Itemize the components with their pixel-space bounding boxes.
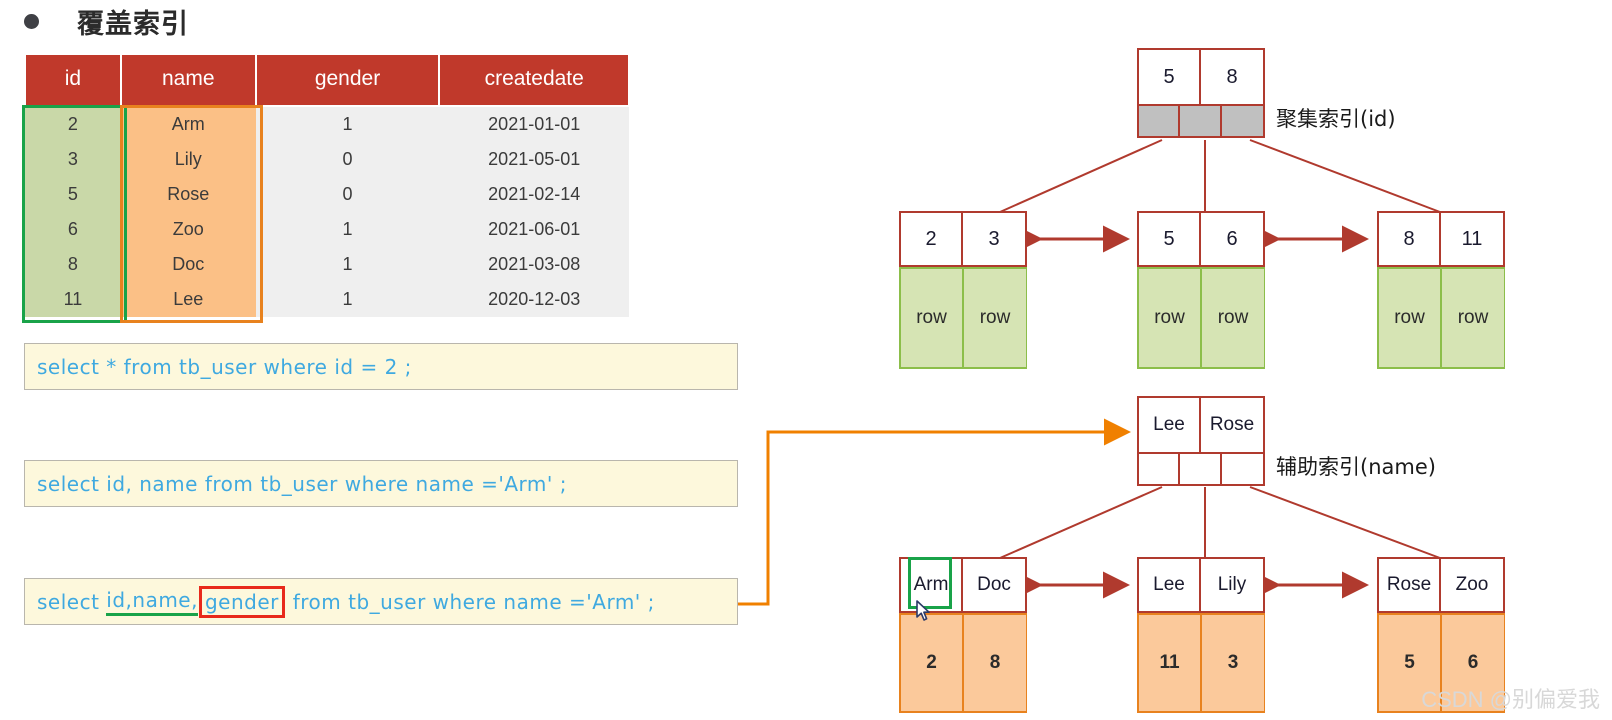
watermark: CSDN @别偏爱我 xyxy=(1421,687,1600,712)
cell-gender: 0 xyxy=(255,177,440,212)
secondary-index-leaf-node: Arm Doc 2 8 xyxy=(899,557,1027,713)
cell-createdate: 2021-05-01 xyxy=(439,142,629,177)
root-pointer-cell xyxy=(1180,454,1222,484)
table-row: 11 Lee 1 2020-12-03 xyxy=(25,282,629,317)
cell-gender: 1 xyxy=(255,247,440,282)
root-key-cell: 8 xyxy=(1201,50,1263,104)
leaf-data-cell: row xyxy=(1441,267,1505,369)
leaf-key-cell: Rose xyxy=(1379,559,1441,611)
leaf-key-cell: 11 xyxy=(1441,213,1503,265)
cell-createdate: 2021-06-01 xyxy=(439,212,629,247)
clustered-index-leaf-node: 8 11 row row xyxy=(1377,211,1505,369)
secondary-index-leaf-node: Rose Zoo 5 6 xyxy=(1377,557,1505,713)
leaf-key-cell: Arm xyxy=(901,559,963,611)
clustered-index-leaf-node: 5 6 row row xyxy=(1137,211,1265,369)
leaf-key-cell: 6 xyxy=(1201,213,1263,265)
page-heading: 覆盖索引 xyxy=(24,2,189,41)
cell-createdate: 2021-02-14 xyxy=(439,177,629,212)
table-row: 3 Lily 0 2021-05-01 xyxy=(25,142,629,177)
cell-id: 2 xyxy=(25,106,121,142)
cell-id: 6 xyxy=(25,212,121,247)
cell-name: Lee xyxy=(120,282,256,317)
cell-id: 8 xyxy=(25,247,121,282)
sql-statement-2-text: select id, name from tb_user where name … xyxy=(37,471,567,496)
leaf-key-cell: 3 xyxy=(963,213,1025,265)
leaf-data-cell: row xyxy=(1137,267,1201,369)
cell-name: Arm xyxy=(120,106,256,142)
leaf-key-cell: Doc xyxy=(963,559,1025,611)
cell-gender: 1 xyxy=(255,212,440,247)
leaf-key-cell: Lee xyxy=(1139,559,1201,611)
root-pointer-cell xyxy=(1221,454,1263,484)
leaf-data-cell: 8 xyxy=(963,613,1027,713)
cell-name: Zoo xyxy=(120,212,256,247)
column-header-createdate: createdate xyxy=(438,53,630,107)
leaf-key-cell: Lily xyxy=(1201,559,1263,611)
table-row: 8 Doc 1 2021-03-08 xyxy=(25,247,629,282)
sql-statement-3-underlined: id,name, xyxy=(106,588,198,616)
cell-name: Lily xyxy=(120,142,256,177)
cell-id: 5 xyxy=(25,177,121,212)
column-header-gender: gender xyxy=(254,53,441,107)
leaf-data-cell: row xyxy=(1377,267,1441,369)
cell-name: Doc xyxy=(120,247,256,282)
cell-name: Rose xyxy=(120,177,256,212)
column-header-id: id xyxy=(24,53,122,107)
bullet-dot-icon xyxy=(24,14,39,29)
leaf-data-cell: 3 xyxy=(1201,613,1265,713)
leaf-data-cell: 6 xyxy=(1441,613,1505,713)
root-key-cell: Rose xyxy=(1201,398,1263,452)
root-key-cell: 5 xyxy=(1139,50,1201,104)
leaf-key-cell: Zoo xyxy=(1441,559,1503,611)
sql-statement-3-prefix: select xyxy=(37,589,107,614)
sql-statement-3: select id,name, gender from tb_user wher… xyxy=(24,578,738,625)
secondary-index-leaf-node: Lee Lily 11 3 xyxy=(1137,557,1265,713)
cell-createdate: 2021-01-01 xyxy=(439,106,629,142)
sql-statement-2: select id, name from tb_user where name … xyxy=(24,460,738,507)
secondary-index-root-node: Lee Rose xyxy=(1137,396,1265,486)
sql-statement-3-suffix: from tb_user where name ='Arm' ; xyxy=(285,589,655,614)
leaf-key-cell: 2 xyxy=(901,213,963,265)
table-row: 5 Rose 0 2021-02-14 xyxy=(25,177,629,212)
user-data-table: id name gender createdate 2 Arm 1 2021-0… xyxy=(24,53,630,317)
clustered-index-leaf-node: 2 3 row row xyxy=(899,211,1027,369)
root-pointer-cell xyxy=(1221,106,1263,136)
sql-statement-1-text: select * from tb_user where id = 2 ; xyxy=(37,354,412,379)
leaf-data-cell: row xyxy=(899,267,963,369)
sql-statement-1: select * from tb_user where id = 2 ; xyxy=(24,343,738,390)
clustered-index-label: 聚集索引(id) xyxy=(1276,107,1396,131)
leaf-data-cell: row xyxy=(963,267,1027,369)
arm-key-highlight-frame xyxy=(908,557,952,609)
root-pointer-cell xyxy=(1180,106,1222,136)
root-key-cell: Lee xyxy=(1139,398,1201,452)
table-row: 6 Zoo 1 2021-06-01 xyxy=(25,212,629,247)
column-header-name: name xyxy=(119,53,257,107)
table-row: 2 Arm 1 2021-01-01 xyxy=(25,106,629,142)
cell-gender: 0 xyxy=(255,142,440,177)
leaf-data-cell: 5 xyxy=(1377,613,1441,713)
clustered-index-root-node: 5 8 xyxy=(1137,48,1265,138)
cell-createdate: 2020-12-03 xyxy=(439,282,629,317)
leaf-data-cell: row xyxy=(1201,267,1265,369)
root-pointer-cell xyxy=(1139,454,1181,484)
sql-statement-3-boxed: gender xyxy=(198,585,285,618)
cell-createdate: 2021-03-08 xyxy=(439,247,629,282)
leaf-data-cell: 2 xyxy=(899,613,963,713)
leaf-key-cell: 8 xyxy=(1379,213,1441,265)
table-header-row: id name gender createdate xyxy=(24,53,630,107)
leaf-key-cell: 5 xyxy=(1139,213,1201,265)
cell-gender: 1 xyxy=(255,106,440,142)
page-title: 覆盖索引 xyxy=(77,9,189,40)
leaf-data-cell: 11 xyxy=(1137,613,1201,713)
cell-gender: 1 xyxy=(255,282,440,317)
secondary-index-label: 辅助索引(name) xyxy=(1276,455,1436,479)
root-pointer-cell xyxy=(1139,106,1181,136)
cell-id: 3 xyxy=(25,142,121,177)
mouse-cursor-icon xyxy=(916,600,930,621)
cell-id: 11 xyxy=(25,282,121,317)
